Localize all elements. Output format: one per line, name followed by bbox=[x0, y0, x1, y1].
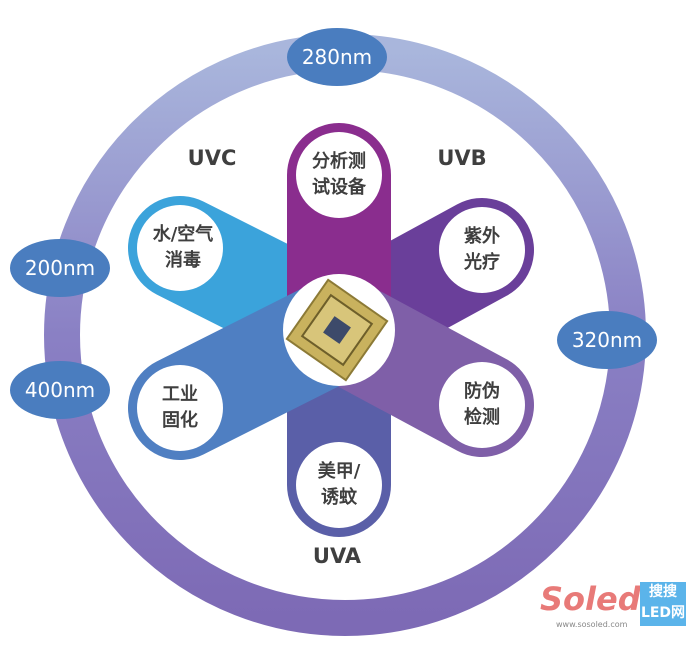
wavelength-200nm: 200nm bbox=[10, 239, 110, 297]
app-analysis-equipment: 分析测试设备 bbox=[312, 151, 366, 198]
app-disinfection: 水/空气消毒 bbox=[152, 224, 214, 271]
app-nail-mosquito: 美甲/诱蚊 bbox=[317, 461, 361, 508]
wavelength-400nm: 400nm bbox=[10, 361, 110, 419]
uv-led-chip-icon bbox=[285, 278, 389, 382]
band-uvb: UVB bbox=[437, 146, 487, 170]
wavelength-280nm: 280nm bbox=[287, 28, 387, 86]
band-uva: UVA bbox=[312, 544, 362, 568]
app-industrial-curing: 工业固化 bbox=[162, 384, 198, 431]
app-anti-counterfeit: 防伪检测 bbox=[464, 381, 500, 428]
wavelength-320nm: 320nm bbox=[557, 311, 657, 369]
band-uvc: UVC bbox=[187, 146, 237, 170]
app-phototherapy: 紫外光疗 bbox=[464, 226, 500, 273]
